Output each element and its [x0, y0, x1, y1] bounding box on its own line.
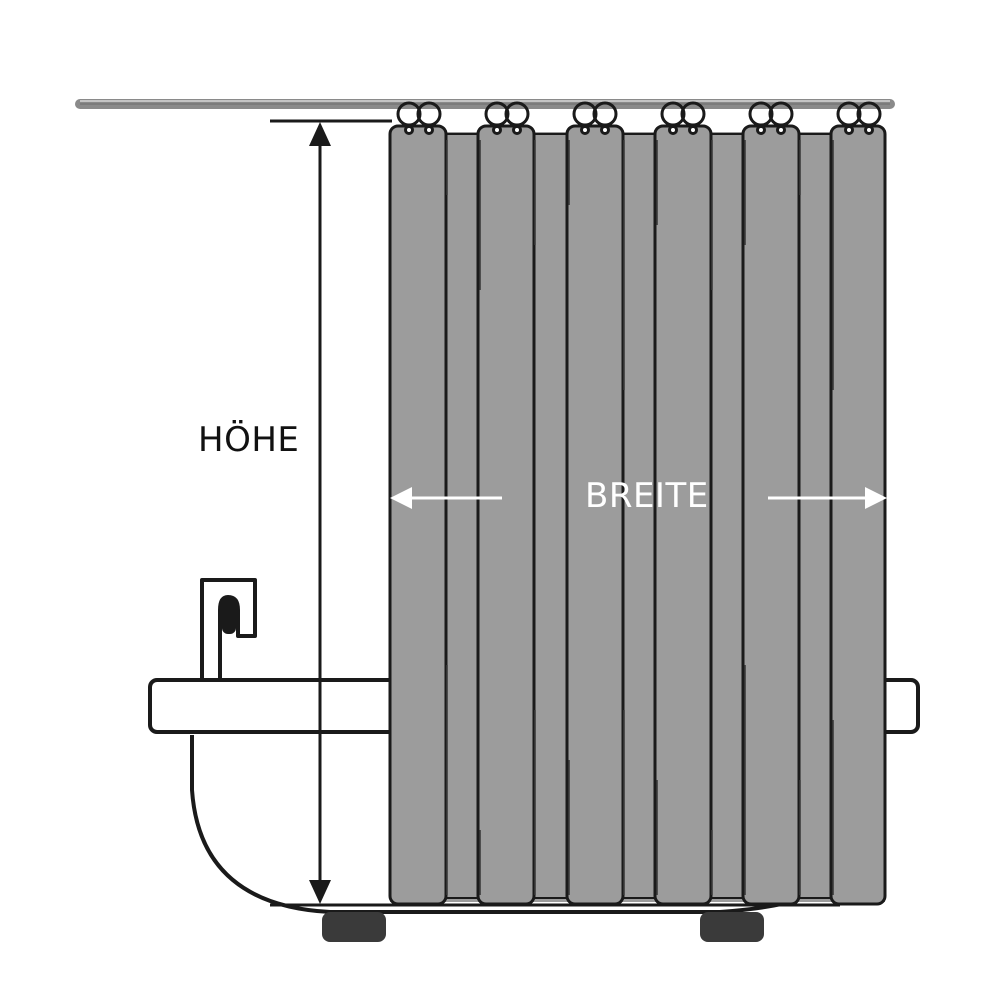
bathtub-foot-right: [700, 912, 764, 942]
ring-pair: [660, 101, 706, 135]
curtain-panel: [565, 124, 625, 906]
curtain-panel: [388, 124, 448, 906]
width-arrowhead-right: [865, 487, 887, 509]
curtain-panel: [829, 124, 887, 906]
ring-pair: [748, 101, 794, 135]
faucet-outline: [200, 578, 257, 682]
curtain-fold-lines: [446, 140, 834, 895]
height-arrowhead-bottom: [309, 880, 331, 904]
curtain-rod: [75, 99, 895, 109]
bathtub-foot-left: [322, 912, 386, 942]
ring-pair: [836, 101, 882, 135]
height-label: HÖHE: [198, 420, 300, 460]
curtain-panel: [741, 124, 801, 906]
ring-pair: [572, 101, 618, 135]
faucet-spout: [222, 598, 236, 634]
width-label: BREITE: [585, 476, 709, 516]
ring-pair: [396, 101, 442, 135]
curtain-panel: [653, 124, 713, 906]
width-arrowhead-left: [390, 487, 412, 509]
width-dimension: [390, 487, 887, 509]
bathtub-rim-left: [148, 678, 402, 734]
curtain-back-fabric: [390, 132, 885, 902]
curtain-panel: [476, 124, 536, 906]
faucet: [200, 578, 257, 682]
ring-pair: [484, 101, 530, 135]
height-arrowhead-top: [309, 122, 331, 146]
height-dimension: [270, 119, 530, 907]
curtain: [388, 124, 887, 906]
curtain-rings: [396, 101, 882, 135]
